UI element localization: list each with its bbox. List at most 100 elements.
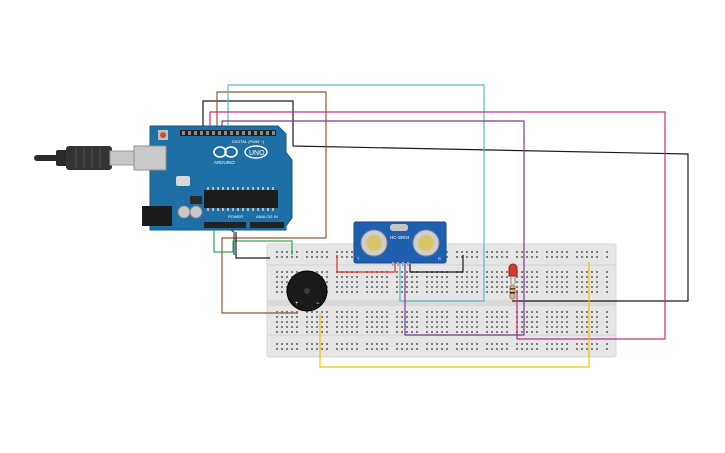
breadboard-hole	[306, 311, 308, 313]
breadboard-hole	[576, 326, 578, 328]
breadboard-hole	[546, 276, 548, 278]
breadboard-hole	[531, 343, 533, 345]
breadboard-hole	[501, 321, 503, 323]
breadboard-hole	[286, 276, 288, 278]
breadboard-hole	[336, 276, 338, 278]
breadboard-hole	[291, 271, 293, 273]
breadboard-hole	[456, 348, 458, 350]
red-led[interactable]	[508, 263, 518, 284]
breadboard-hole	[376, 348, 378, 350]
breadboard-hole	[336, 331, 338, 333]
wire-black[interactable]	[202, 100, 689, 302]
breadboard-hole	[296, 326, 298, 328]
breadboard-hole	[536, 348, 538, 350]
breadboard-hole	[531, 256, 533, 258]
wire-purple[interactable]	[221, 120, 525, 336]
breadboard-hole	[556, 271, 558, 273]
breadboard-hole	[436, 311, 438, 313]
wire-black-3[interactable]	[409, 255, 464, 273]
breadboard-hole	[281, 311, 283, 313]
breadboard-hole	[516, 286, 518, 288]
breadboard-hole	[466, 281, 468, 283]
breadboard-hole	[566, 276, 568, 278]
breadboard-hole	[506, 281, 508, 283]
breadboard-hole	[551, 271, 553, 273]
usb-port	[133, 145, 167, 171]
resistor[interactable]	[509, 284, 516, 300]
breadboard-hole	[561, 286, 563, 288]
breadboard-hole	[381, 348, 383, 350]
usb-cable	[34, 146, 137, 170]
breadboard-hole	[346, 276, 348, 278]
breadboard-hole	[521, 286, 523, 288]
breadboard-hole	[416, 281, 418, 283]
wire-brown[interactable]	[216, 91, 327, 314]
header-pin	[242, 131, 245, 135]
breadboard-hole	[366, 316, 368, 318]
chip-leg	[237, 187, 239, 190]
wire-red[interactable]	[336, 255, 396, 273]
breadboard-hole	[431, 276, 433, 278]
breadboard-hole	[471, 281, 473, 283]
breadboard-hole	[376, 291, 378, 293]
breadboard-hole	[596, 271, 598, 273]
wire-navy[interactable]	[230, 229, 235, 255]
breadboard-hole	[366, 331, 368, 333]
breadboard-hole	[381, 343, 383, 345]
breadboard-hole	[346, 326, 348, 328]
breadboard-hole	[526, 281, 528, 283]
breadboard-hole	[351, 343, 353, 345]
breadboard-hole	[366, 291, 368, 293]
wire-magenta[interactable]	[209, 111, 666, 340]
breadboard-hole	[296, 311, 298, 313]
hc-sr04-sensor[interactable]: HC-SR04 T R	[353, 221, 447, 266]
wire-cyan[interactable]	[227, 84, 485, 302]
breadboard-hole	[356, 326, 358, 328]
breadboard-hole	[556, 311, 558, 313]
breadboard-hole	[316, 321, 318, 323]
breadboard-hole	[561, 316, 563, 318]
breadboard-hole	[471, 291, 473, 293]
wires[interactable]	[202, 84, 689, 368]
breadboard-hole	[386, 331, 388, 333]
breadboard-hole	[506, 331, 508, 333]
breadboard-hole	[296, 343, 298, 345]
breadboard-hole	[341, 281, 343, 283]
wire-black-2[interactable]	[235, 232, 270, 259]
chip-leg	[247, 208, 249, 211]
breadboard-hole	[286, 316, 288, 318]
breadboard-hole	[606, 331, 608, 333]
breadboard-hole	[321, 271, 323, 273]
breadboard-hole	[461, 251, 463, 253]
breadboard-hole	[346, 251, 348, 253]
chip-leg	[212, 208, 214, 211]
breadboard-hole	[386, 343, 388, 345]
breadboard-hole	[446, 291, 448, 293]
breadboard-hole	[531, 271, 533, 273]
breadboard-hole	[416, 291, 418, 293]
chip-leg	[252, 208, 254, 211]
wire-yellow[interactable]	[319, 262, 590, 368]
breadboard-hole	[576, 331, 578, 333]
arduino-uno-board[interactable]: DIGITAL (PWM ~) ARDUINO UNO POWER ANALOG…	[34, 125, 293, 231]
breadboard-hole	[556, 331, 558, 333]
breadboard-hole	[341, 256, 343, 258]
breadboard-hole	[566, 251, 568, 253]
analog-label: ANALOG IN	[256, 214, 278, 219]
breadboard-hole	[581, 348, 583, 350]
breadboard-hole	[556, 286, 558, 288]
breadboard-hole	[381, 321, 383, 323]
breadboard-hole	[366, 348, 368, 350]
piezo-buzzer[interactable]: + −	[286, 270, 328, 312]
breadboard-hole	[506, 276, 508, 278]
breadboard-hole	[426, 311, 428, 313]
breadboard-hole	[501, 311, 503, 313]
breadboard-hole	[596, 291, 598, 293]
breadboard-hole	[416, 343, 418, 345]
breadboard-hole	[406, 311, 408, 313]
breadboard-hole	[441, 316, 443, 318]
breadboard-hole	[556, 276, 558, 278]
breadboard-hole	[466, 316, 468, 318]
breadboard-hole	[276, 343, 278, 345]
wire-green[interactable]	[213, 230, 293, 255]
